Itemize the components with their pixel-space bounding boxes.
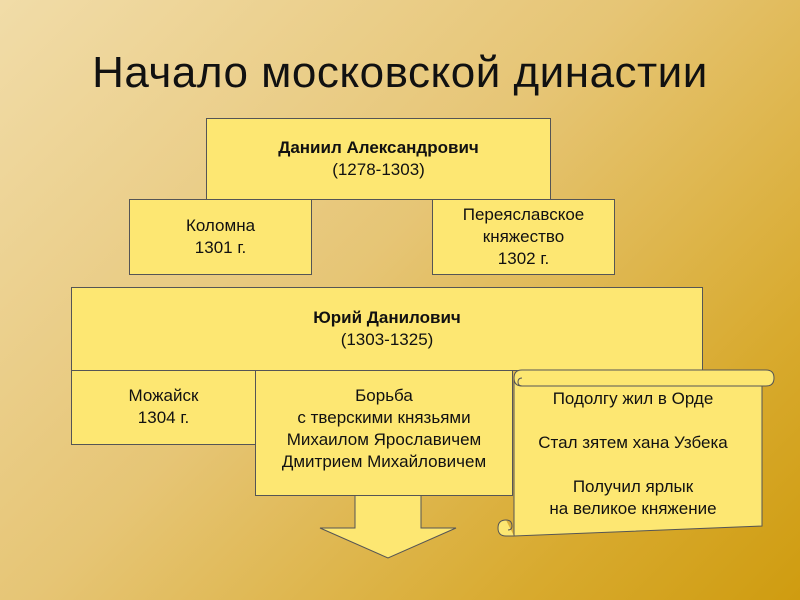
pereyaslavl-year: 1302 г. (497, 249, 550, 268)
scroll-line3: Получил ярлык (572, 477, 694, 496)
down-arrow-icon (319, 495, 457, 559)
kolomna-year: 1301 г. (194, 238, 247, 257)
struggle-line2: с тверскими князьями (297, 408, 471, 427)
yuri-years: (1303-1325) (340, 330, 434, 349)
scroll-shape (497, 369, 775, 537)
page-title: Начало московской династии (92, 48, 708, 97)
mozhaisk-box: Можайск 1304 г. (71, 370, 256, 445)
pereyaslavl-line2: княжество (482, 227, 565, 246)
daniil-name: Даниил Александрович (278, 138, 479, 157)
scroll-line1: Подолгу жил в Орде (552, 389, 714, 408)
yuri-danilovich-box: Юрий Данилович (1303-1325) (71, 287, 703, 371)
scroll-line2: Стал зятем хана Узбека (538, 433, 728, 452)
struggle-line4: Дмитрием Михайловичем (281, 452, 487, 471)
mozhaisk-label: Можайск (128, 386, 199, 405)
pereyaslavl-line1: Переяславское (462, 205, 585, 224)
daniil-years: (1278-1303) (332, 160, 425, 179)
scroll-text: Подолгу жил в Орде Стал зятем хана Узбек… (518, 388, 748, 520)
yuri-name: Юрий Данилович (313, 308, 461, 327)
scroll-line4: на великое княжение (549, 499, 717, 518)
daniil-aleksandrovich-box: Даниил Александрович (1278-1303) (206, 118, 551, 200)
kolomna-label: Коломна (185, 216, 256, 235)
struggle-line1: Борьба (355, 386, 413, 405)
struggle-line3: Михаилом Ярославичем (286, 430, 482, 449)
kolomna-box: Коломна 1301 г. (129, 199, 312, 275)
pereyaslavl-box: Переяславское княжество 1302 г. (432, 199, 615, 275)
struggle-box: Борьба с тверскими князьями Михаилом Яро… (255, 370, 513, 496)
mozhaisk-year: 1304 г. (137, 408, 190, 427)
